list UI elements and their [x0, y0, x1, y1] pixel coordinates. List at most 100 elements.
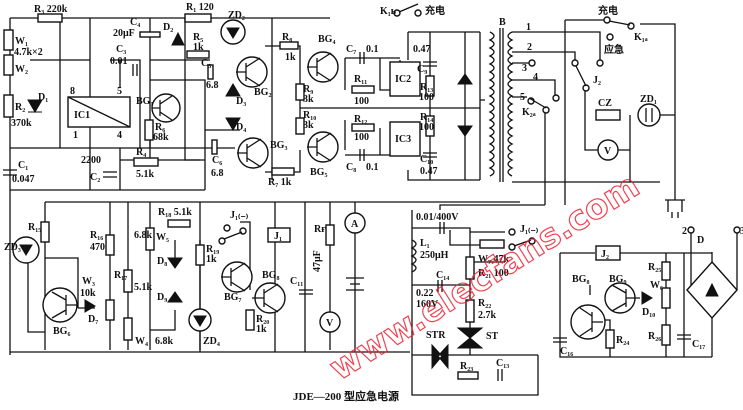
label-w4: W₄: [135, 336, 148, 347]
capacitor-c12: [439, 222, 445, 234]
switch-k1b[interactable]: [398, 3, 419, 13]
label-l1-value: 250μH: [420, 250, 449, 261]
label-r11-value: 100: [354, 96, 369, 107]
label-d10: D₁₀: [642, 307, 655, 318]
label-c6: C₆: [212, 155, 222, 166]
label-c1: C₁: [18, 160, 28, 171]
label-j1-minus: J₁₍₋₎: [230, 210, 249, 221]
label-w6: W₆: [650, 280, 663, 291]
label-r14-value: 100: [419, 122, 434, 133]
capacitor-c9: [423, 61, 437, 67]
triac-str: [431, 343, 449, 370]
label-r3: R₃ 220k: [34, 4, 68, 15]
label-c1-value: 0.047: [12, 174, 35, 185]
label-pin8: 8: [70, 86, 75, 97]
label-bg6: BG₆: [53, 326, 70, 337]
resistor-r26: [661, 324, 671, 346]
label-bg4: BG₄: [318, 34, 335, 45]
label-tap4: 4: [533, 72, 538, 83]
zener-d2: [171, 31, 185, 46]
potentiometer-w4: [123, 317, 133, 341]
label-zd4: ZD₄: [203, 336, 220, 347]
label-r20: R₂₀: [256, 314, 269, 325]
capacitor-c4: [139, 31, 161, 38]
label-r18: R₁₈ 5.1k: [158, 207, 192, 218]
resistor-r24: [605, 329, 615, 349]
switch-k1a[interactable]: [608, 20, 631, 26]
socket-cz: [595, 109, 621, 121]
label-c3: C₃: [116, 44, 126, 55]
label-r17: R₁₇: [114, 270, 127, 281]
resistor-r1: [184, 13, 212, 23]
switch-k1a-contact[interactable]: [603, 16, 611, 24]
capacitor-c5: [207, 64, 214, 80]
label-r16: R₁₆: [90, 230, 103, 241]
label-r8: R₈: [282, 32, 292, 43]
label-terminal-2: 2: [682, 226, 687, 237]
diode-upper: [457, 73, 473, 85]
label-r26: R₂₆: [648, 331, 661, 342]
diode-d3: [225, 83, 241, 97]
label-c11-value: 47μF: [312, 250, 323, 272]
label-l1: L₁: [420, 238, 430, 249]
label-r4-value: 5.1k: [136, 169, 155, 180]
label-c10-value: 0.47: [420, 166, 438, 177]
potentiometer-w2: [3, 54, 14, 76]
label-r6-value: 68k: [153, 132, 169, 143]
label-st: ST: [486, 331, 499, 342]
label-voltmeter-battery: V: [326, 318, 334, 329]
label-r19-value: 1k: [206, 254, 217, 265]
label-r14: R₁₄: [420, 112, 433, 123]
label-ic1: IC1: [74, 110, 90, 121]
potentiometer-w7: [479, 239, 505, 249]
capacitor-c16: [553, 337, 567, 343]
label-w2: W₂: [15, 64, 28, 75]
label-r10: R₁₀: [303, 110, 316, 121]
zener-d10: [641, 291, 653, 305]
resistor-r23: [457, 371, 479, 380]
resistor-r16: [105, 234, 115, 256]
neon-zd1: [637, 103, 661, 127]
label-charge-k1a: 充电: [598, 4, 618, 17]
label-r11: R₁₁: [354, 74, 367, 85]
label-r22-value: 2.7k: [478, 310, 497, 321]
capacitor-c3: [132, 64, 138, 76]
capacitor-c2: [103, 171, 117, 178]
resistor-r3: [37, 13, 63, 23]
diode-d7: [84, 299, 96, 313]
label-bg2: BG₂: [254, 87, 271, 98]
label-c2-value: 2200: [81, 155, 101, 166]
label-voltmeter-mains: V: [604, 146, 612, 157]
label-c14-value1: 0.22: [416, 288, 434, 299]
label-bridge-d: D: [697, 235, 704, 246]
resistor-r4: [133, 157, 159, 167]
resistor-r17: [123, 269, 133, 293]
label-c4-value: 20μF: [113, 28, 135, 39]
diode-d8: [167, 257, 183, 269]
label-r20-value: 1k: [256, 324, 267, 335]
label-c2: C₂: [90, 172, 100, 183]
inductor-l1: [410, 239, 417, 273]
label-r9-value: 3k: [303, 94, 314, 105]
diagram-title: JDE—200 型应急电源: [293, 389, 399, 403]
transformer-primary: [488, 31, 495, 177]
label-c7: C₇: [346, 44, 356, 55]
label-r13: R₁₃: [420, 82, 433, 93]
resistor-r18: [167, 219, 191, 228]
switch-k1b-contact: [393, 9, 401, 17]
transformer-secondary: [507, 31, 514, 177]
potentiometer-w6: [661, 287, 671, 309]
label-r4: R₄: [136, 147, 146, 158]
relay-j1-switch: [223, 231, 243, 240]
label-r12-value: 100: [354, 132, 369, 143]
label-w4-value: 6.8k: [155, 336, 174, 347]
wires-bottom-left: [9, 190, 520, 355]
switch-k2a[interactable]: [528, 97, 547, 109]
relay-j2-contact: [571, 59, 579, 67]
label-c13: C₁₃: [496, 358, 509, 369]
potentiometer-w1: [3, 29, 14, 51]
resistor-r19: [195, 244, 205, 266]
label-tap3: 3: [522, 63, 527, 74]
